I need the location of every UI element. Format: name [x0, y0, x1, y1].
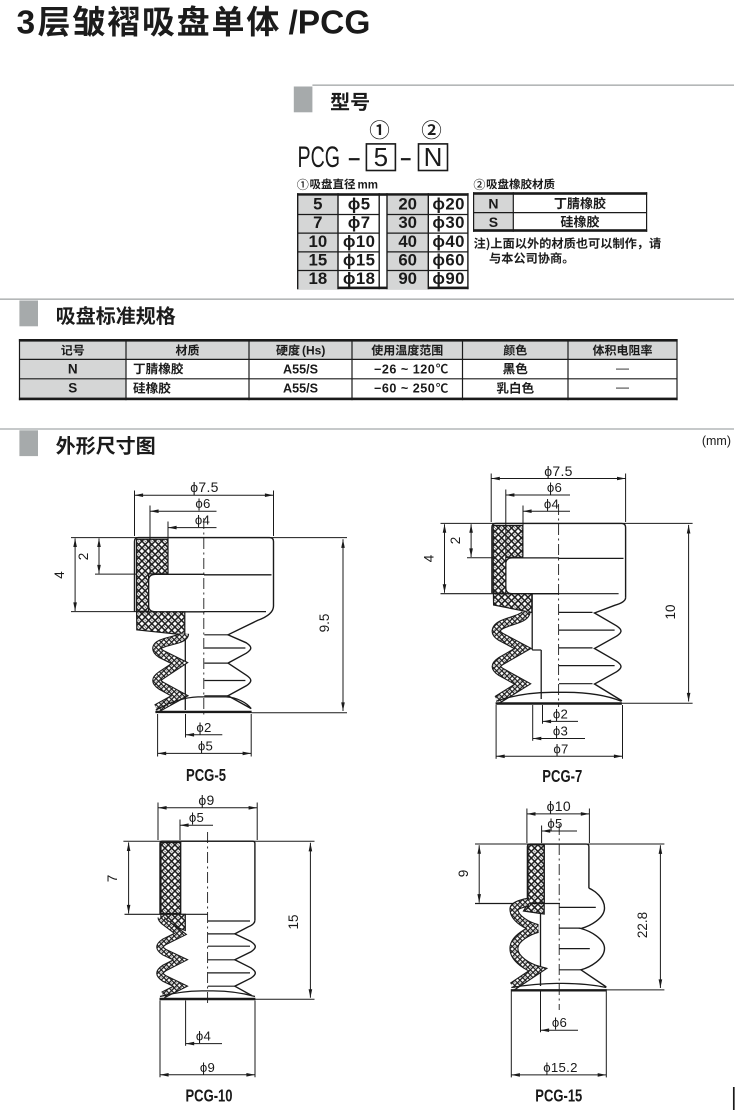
svg-text:7: 7: [313, 213, 322, 232]
svg-text:—: —: [616, 380, 629, 395]
svg-text:2: 2: [448, 537, 463, 545]
svg-text:ϕ20: ϕ20: [432, 194, 464, 213]
svg-text:10: 10: [663, 604, 678, 619]
svg-text:ϕ6: ϕ6: [195, 496, 210, 511]
svg-text:ϕ9: ϕ9: [200, 1060, 215, 1075]
svg-text:3: 3: [17, 5, 36, 42]
svg-text:60: 60: [398, 250, 417, 269]
svg-text:7: 7: [105, 875, 120, 883]
svg-text:4: 4: [52, 571, 67, 579]
svg-text:22.8: 22.8: [635, 912, 650, 938]
svg-text:9: 9: [456, 870, 471, 878]
svg-text:15: 15: [286, 914, 301, 929]
svg-text:ϕ10: ϕ10: [547, 798, 571, 814]
svg-text:ϕ5: ϕ5: [348, 194, 371, 213]
svg-text:N: N: [424, 142, 443, 172]
svg-text:ϕ3: ϕ3: [553, 724, 568, 739]
svg-text:ϕ10: ϕ10: [343, 232, 375, 251]
svg-text:ϕ5: ϕ5: [547, 816, 562, 831]
svg-text:4: 4: [422, 554, 437, 562]
svg-text:ϕ2: ϕ2: [196, 720, 211, 735]
svg-text:−60 ~ 250: −60 ~ 250: [374, 382, 435, 396]
svg-text:N: N: [68, 361, 78, 376]
svg-text:A55/S: A55/S: [283, 382, 318, 396]
svg-text:5: 5: [313, 194, 322, 213]
svg-text:ϕ9: ϕ9: [198, 792, 214, 808]
svg-text:5: 5: [374, 142, 388, 172]
svg-text:mm: mm: [358, 179, 378, 191]
svg-text:ϕ40: ϕ40: [432, 232, 464, 251]
svg-text:ϕ60: ϕ60: [432, 250, 464, 269]
svg-text:(mm): (mm): [702, 434, 731, 448]
svg-text:90: 90: [398, 269, 417, 288]
svg-text:18: 18: [309, 269, 328, 288]
svg-text:ϕ30: ϕ30: [432, 213, 464, 232]
svg-text:20: 20: [398, 194, 417, 213]
svg-text:PCG-10: PCG-10: [186, 1086, 233, 1106]
svg-text:9.5: 9.5: [317, 614, 332, 633]
svg-text:ϕ2: ϕ2: [553, 706, 568, 721]
svg-text:ϕ15: ϕ15: [343, 250, 375, 269]
svg-text:PCG-7: PCG-7: [542, 766, 582, 786]
svg-text:ϕ5: ϕ5: [198, 738, 213, 753]
svg-text:S: S: [68, 381, 77, 396]
svg-text:ϕ4: ϕ4: [195, 513, 210, 528]
svg-text:PCG: PCG: [298, 141, 341, 174]
svg-text:30: 30: [398, 213, 417, 232]
svg-text:N: N: [488, 196, 498, 212]
svg-text:ϕ6: ϕ6: [547, 480, 562, 495]
svg-text:ϕ5: ϕ5: [189, 810, 204, 825]
svg-text:PCG-15: PCG-15: [535, 1086, 582, 1106]
svg-text:ϕ7: ϕ7: [348, 213, 371, 232]
svg-text:15: 15: [309, 250, 328, 269]
svg-text:10: 10: [309, 232, 328, 251]
svg-text:ϕ15.2: ϕ15.2: [543, 1060, 578, 1075]
svg-text:ϕ4: ϕ4: [196, 1029, 211, 1044]
svg-text:—: —: [616, 360, 629, 375]
svg-text:/PCG: /PCG: [289, 5, 371, 42]
svg-text:40: 40: [398, 232, 417, 251]
svg-text:ϕ7.5: ϕ7.5: [190, 479, 219, 495]
svg-text:ϕ7.5: ϕ7.5: [544, 463, 573, 479]
svg-text:ϕ4: ϕ4: [544, 496, 559, 511]
svg-text:ϕ18: ϕ18: [343, 269, 375, 288]
svg-text:ϕ6: ϕ6: [552, 1015, 567, 1030]
svg-text:PCG-5: PCG-5: [186, 765, 226, 785]
svg-text:(Hs): (Hs): [302, 344, 325, 358]
svg-text:S: S: [489, 214, 498, 230]
svg-text:A55/S: A55/S: [283, 362, 318, 376]
svg-text:ϕ90: ϕ90: [432, 269, 464, 288]
svg-text:−26 ~ 120: −26 ~ 120: [374, 362, 435, 376]
svg-text:ϕ7: ϕ7: [553, 741, 568, 756]
svg-text:2: 2: [76, 553, 91, 561]
